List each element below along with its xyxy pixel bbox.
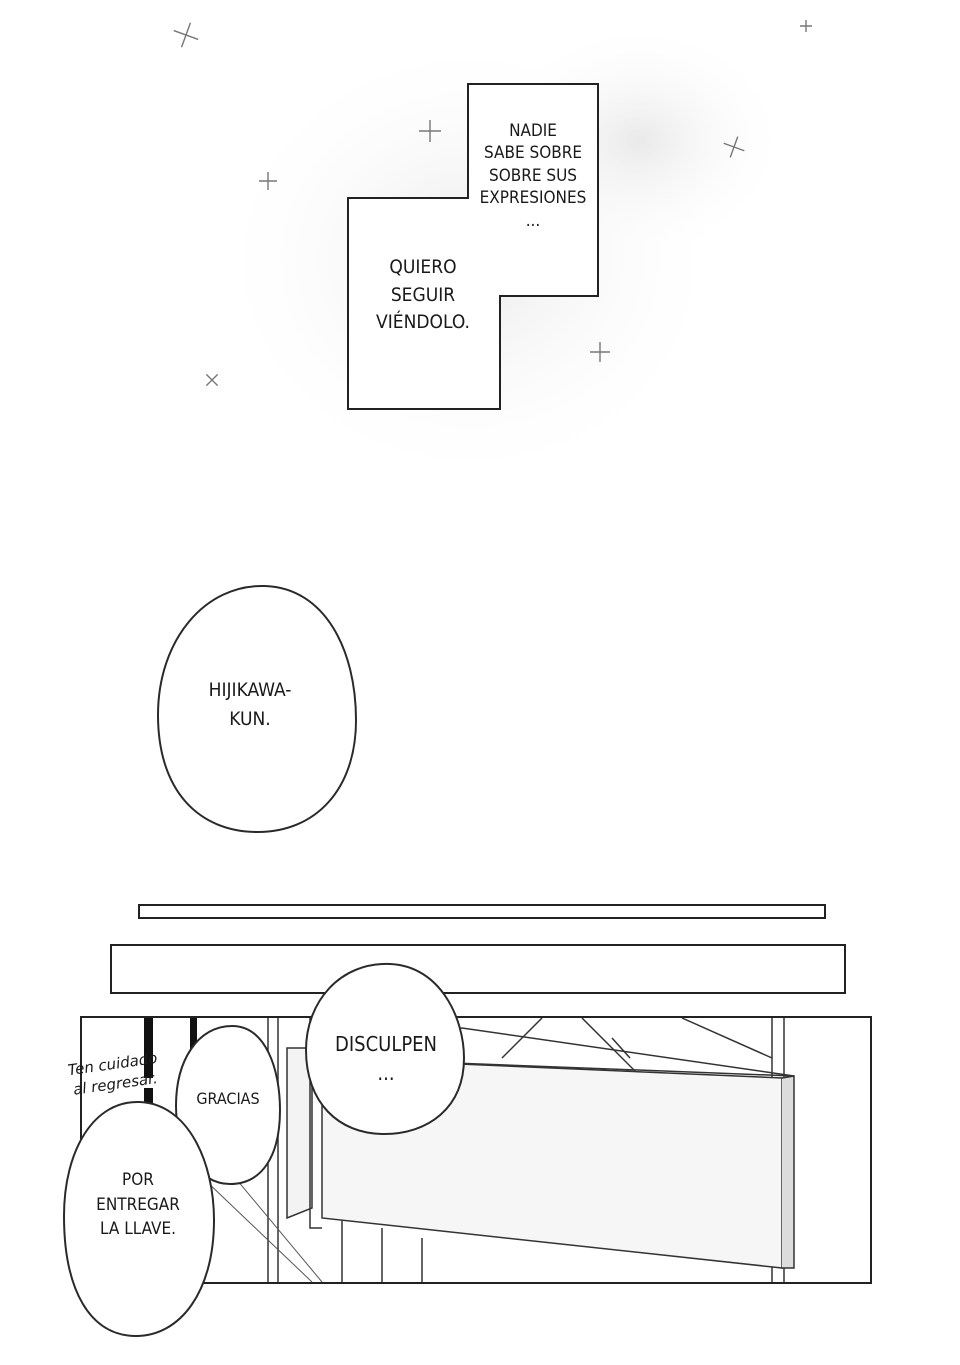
speech-bubble-disculpen: [304, 962, 466, 1136]
bubble-text-por-entregar: POR ENTREGAR LA LLAVE.: [96, 1170, 180, 1240]
narration-box-frame: [347, 83, 599, 410]
horizontal-bar-wide: [110, 944, 846, 994]
horizontal-bar-thin: [138, 904, 826, 919]
bubble-text-hijikawa: HIJIKAWA- KUN.: [208, 679, 292, 730]
speech-bubble-gracias: [174, 1024, 282, 1186]
bubble-text-gracias: GRACIAS: [196, 1089, 260, 1108]
speech-bubble-hijikawa: [156, 584, 358, 834]
narration-text-quiero: QUIERO SEGUIR VIÉNDOLO.: [376, 256, 470, 334]
bubble-text-disculpen: DISCULPEN ...: [334, 1032, 438, 1085]
narration-text-nadie: NADIE SABE SOBRE SOBRE SUS EXPRESIONES .…: [479, 121, 587, 231]
speech-bubble-por-entregar: [62, 1100, 216, 1338]
